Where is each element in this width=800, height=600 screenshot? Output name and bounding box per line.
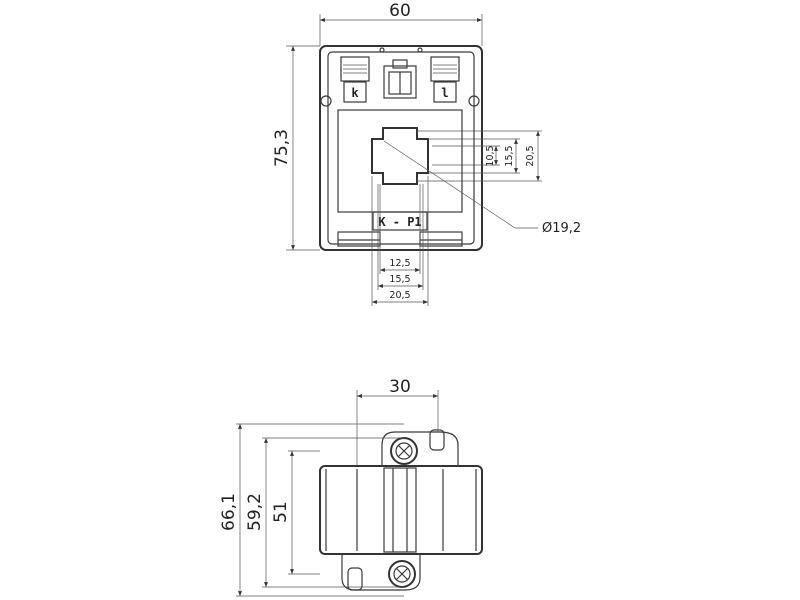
top-view: 30 66,1 59,2 51: [219, 377, 483, 597]
bar-dim-v-2: 15,5: [504, 145, 515, 166]
housing-outer: [319, 45, 483, 251]
body-center-channel: [383, 467, 417, 553]
housing-inner: [327, 51, 475, 245]
terminal-left: [340, 56, 370, 103]
primary-aperture: [371, 127, 429, 185]
top-hole-left: [379, 47, 385, 53]
top-height-dim-1: 66,1: [219, 493, 239, 531]
top-height-dim-2: 59,2: [245, 493, 265, 531]
top-mount-clip: [381, 431, 459, 466]
terminal-right: [430, 56, 460, 103]
front-view: k l Ø19,2 K - P1 60 75,3: [272, 1, 581, 306]
front-width-dim: 60: [389, 1, 411, 21]
terminal-l-label: l: [441, 86, 448, 100]
bottom-mount-clip: [341, 554, 421, 591]
top-hole-right: [417, 47, 423, 53]
plate-label: K - P1: [378, 215, 421, 229]
top-width-dim: 30: [389, 377, 411, 397]
bar-dim-v-3: 20,5: [525, 145, 536, 166]
diameter-dim: Ø19,2: [542, 221, 581, 236]
side-screw-right: [468, 95, 480, 107]
side-screw-left: [320, 95, 332, 107]
bar-dim-h-2: 15,5: [389, 274, 410, 285]
terminal-center: [383, 59, 417, 99]
bar-dim-h-3: 20,5: [389, 290, 410, 301]
bar-dim-h-1: 12,5: [389, 258, 410, 269]
front-height-dim: 75,3: [272, 129, 292, 167]
top-height-dim-3: 51: [271, 501, 291, 523]
bar-dim-v-1: 10,5: [485, 145, 496, 166]
rating-plate: [372, 211, 428, 231]
terminal-k-label: k: [351, 86, 359, 100]
body-outer: [319, 465, 483, 555]
